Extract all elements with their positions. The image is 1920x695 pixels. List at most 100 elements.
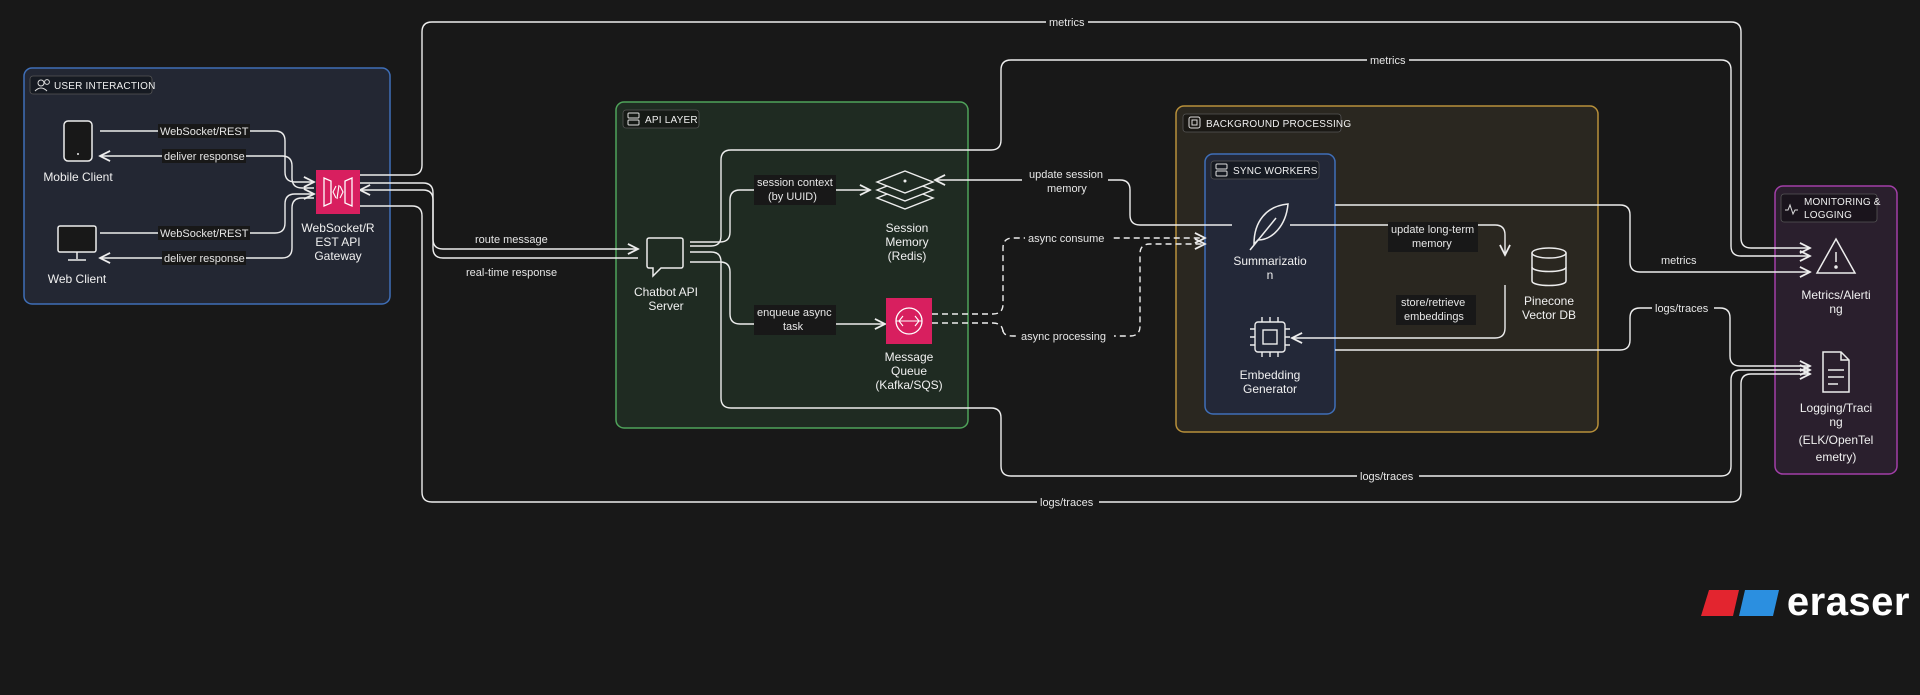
cpu-chip-icon [1250, 317, 1290, 357]
group-label-monitoring-line2: LOGGING [1804, 210, 1852, 221]
eraser-brand[interactable]: eraser [1700, 580, 1910, 625]
edge-labels: WebSocket/REST deliver response WebSocke… [158, 15, 1714, 509]
node-label: n [1267, 268, 1274, 282]
group-label-api-layer: API LAYER [645, 115, 698, 126]
edge-label: update session [1029, 169, 1103, 181]
node-label: Session [886, 221, 929, 235]
node-label: ng [1829, 302, 1842, 316]
edge-label: metrics [1661, 255, 1697, 267]
node-label: (Kafka/SQS) [875, 378, 942, 392]
node-label: (ELK/OpenTel [1799, 433, 1874, 447]
edge-label: embeddings [1404, 311, 1464, 323]
node-label: (Redis) [888, 249, 927, 263]
eraser-logo-icon [1700, 589, 1779, 616]
node-label: Memory [885, 235, 928, 249]
group-label-monitoring-line1: MONITORING & [1804, 197, 1881, 208]
node-label: Server [648, 299, 683, 313]
node-chatbot-api-server[interactable]: Chatbot API Server [634, 237, 698, 313]
edge-store-retrieve [1292, 285, 1506, 338]
database-icon [1531, 247, 1567, 287]
edge-label: enqueue async [757, 307, 832, 319]
server-icon [627, 112, 640, 126]
node-summarization[interactable]: Summarizatio n [1233, 203, 1307, 282]
node-label: emetry) [1816, 450, 1857, 464]
edge-label: logs/traces [1655, 303, 1709, 315]
edge-async-consume [932, 238, 1205, 315]
api-gateway-icon [316, 170, 360, 214]
node-label: Generator [1243, 382, 1297, 396]
group-sync-workers: SYNC WORKERS [1204, 153, 1336, 415]
edge-session-context [690, 190, 870, 243]
group-monitoring-logging: MONITORING & LOGGING [1774, 185, 1898, 475]
node-label: Embedding [1240, 368, 1301, 382]
node-label: Gateway [314, 249, 361, 263]
node-label: Queue [891, 364, 927, 378]
users-icon [34, 79, 50, 92]
edge-metrics-mid [690, 59, 1810, 256]
node-label: Logging/Traci [1800, 401, 1872, 415]
edge-label: update long-term [1391, 224, 1474, 236]
edge-deliver-web [100, 197, 314, 258]
edge-label: session context [757, 177, 833, 189]
edge-label: async consume [1028, 233, 1104, 245]
server-icon [1215, 163, 1228, 177]
node-metrics-alerting[interactable]: Metrics/Alerti ng [1801, 237, 1871, 316]
edge-label: memory [1047, 183, 1087, 195]
node-message-queue[interactable]: Message Queue (Kafka/SQS) [875, 298, 943, 392]
node-label: EST API [315, 235, 360, 249]
brand-name: eraser [1786, 580, 1910, 624]
edge-label: route message [475, 234, 548, 246]
edge-label: memory [1412, 238, 1452, 250]
edge-label: task [783, 321, 804, 333]
edge-label: deliver response [164, 253, 245, 265]
node-label: Pinecone [1524, 294, 1574, 308]
edge-label: real-time response [466, 267, 557, 279]
node-mobile-client[interactable]: Mobile Client [43, 120, 113, 184]
edge-realtime-response [360, 190, 638, 259]
node-label: Chatbot API [634, 285, 698, 299]
edge-update-session-memory [935, 180, 1232, 226]
pulse-icon [1785, 203, 1798, 216]
node-label: Mobile Client [43, 170, 113, 184]
queue-icon [886, 298, 932, 344]
node-label: Message [885, 350, 934, 364]
edge-label: logs/traces [1040, 497, 1094, 509]
edge-update-longterm [1290, 224, 1505, 255]
node-embedding-generator[interactable]: Embedding Generator [1240, 317, 1301, 396]
group-label-user-interaction: USER INTERACTION [54, 81, 156, 92]
document-icon [1822, 351, 1850, 393]
edge-label: (by UUID) [768, 191, 817, 203]
edge-metrics-bg [1335, 204, 1810, 272]
edge-ws-rest-web [100, 194, 314, 234]
edge-label: logs/traces [1360, 471, 1414, 483]
node-label: WebSocket/R [301, 221, 374, 235]
edge-label: WebSocket/REST [160, 126, 249, 138]
edge-logs-api [690, 251, 1810, 477]
edge-async-processing [932, 244, 1205, 337]
edge-label: WebSocket/REST [160, 228, 249, 240]
node-pinecone-vector-db[interactable]: Pinecone Vector DB [1522, 247, 1576, 322]
edge-label: metrics [1049, 17, 1085, 29]
group-label-background-processing: BACKGROUND PROCESSING [1206, 119, 1351, 130]
edge-label: async processing [1021, 331, 1106, 343]
group-user-interaction: USER INTERACTION [23, 67, 391, 305]
group-label-sync-workers: SYNC WORKERS [1233, 166, 1318, 177]
edge-label: metrics [1370, 55, 1406, 67]
edge-enqueue-async [690, 261, 885, 324]
chip-icon [1188, 116, 1201, 129]
node-label: ng [1829, 415, 1842, 429]
node-label: Metrics/Alerti [1801, 288, 1870, 302]
edge-label: deliver response [164, 151, 245, 163]
node-session-memory[interactable]: Session Memory (Redis) [875, 170, 935, 263]
edge-label: store/retrieve [1401, 297, 1465, 309]
node-web-client[interactable]: Web Client [48, 225, 107, 286]
redis-layers-icon [875, 170, 935, 210]
node-label: Summarizatio [1233, 254, 1307, 268]
monitor-icon [57, 225, 97, 261]
chat-bubble-icon [646, 237, 684, 278]
node-logging-tracing[interactable]: Logging/Traci ng (ELK/OpenTel emetry) [1799, 351, 1874, 464]
feather-icon [1249, 203, 1289, 251]
node-label: Vector DB [1522, 308, 1576, 322]
node-api-gateway[interactable]: WebSocket/R EST API Gateway [301, 170, 375, 263]
